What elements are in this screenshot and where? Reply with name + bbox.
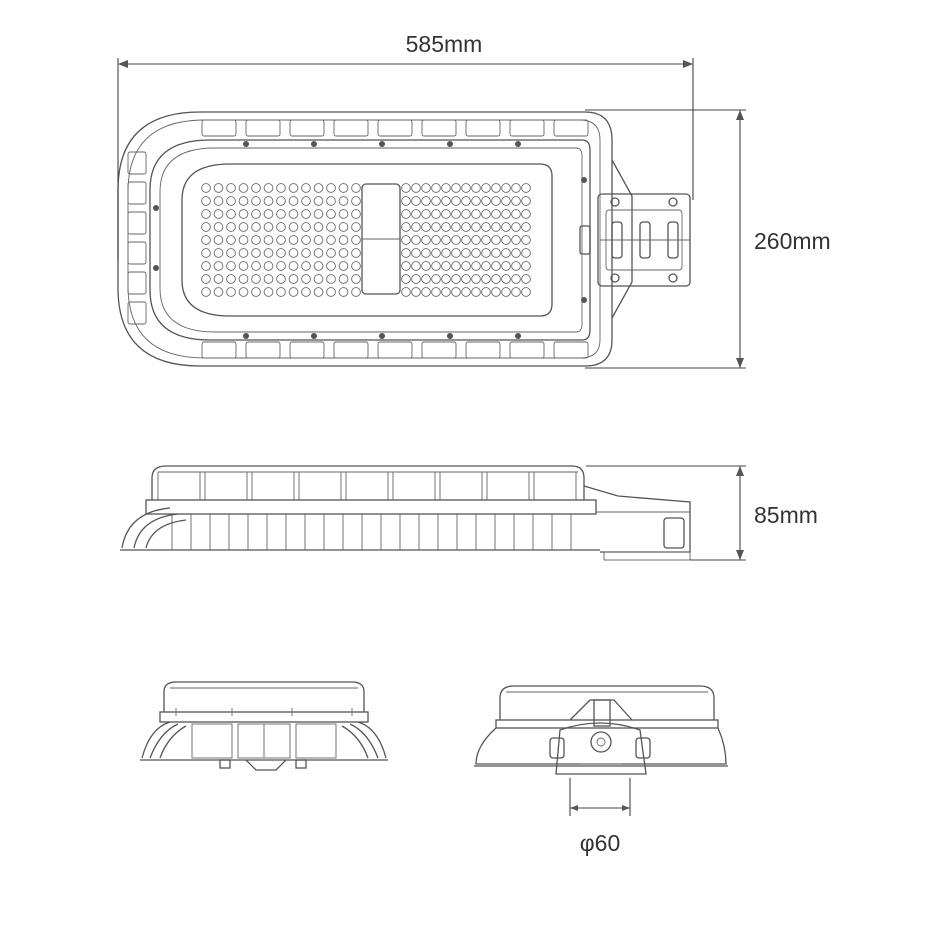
pole-diameter-label: φ60 bbox=[580, 830, 621, 856]
dimension-length: 585mm bbox=[117, 31, 694, 260]
height-label: 85mm bbox=[754, 502, 818, 528]
cover-segments bbox=[157, 471, 577, 501]
led-array-left bbox=[201, 183, 361, 297]
tray-screws bbox=[153, 141, 587, 339]
pole-bracket bbox=[579, 159, 691, 319]
dimension-width: 260mm bbox=[585, 109, 831, 369]
end-view-front bbox=[140, 681, 388, 771]
heat-sink-fins bbox=[127, 119, 589, 359]
width-label: 260mm bbox=[754, 228, 831, 254]
led-array-right bbox=[401, 183, 531, 297]
side-fins bbox=[171, 514, 572, 550]
length-label: 585mm bbox=[406, 31, 483, 57]
dimension-pole: φ60 bbox=[569, 778, 631, 856]
dimension-height: 85mm bbox=[586, 465, 818, 561]
end-view-pole bbox=[474, 685, 728, 775]
side-view bbox=[120, 465, 691, 561]
top-view bbox=[117, 111, 691, 367]
